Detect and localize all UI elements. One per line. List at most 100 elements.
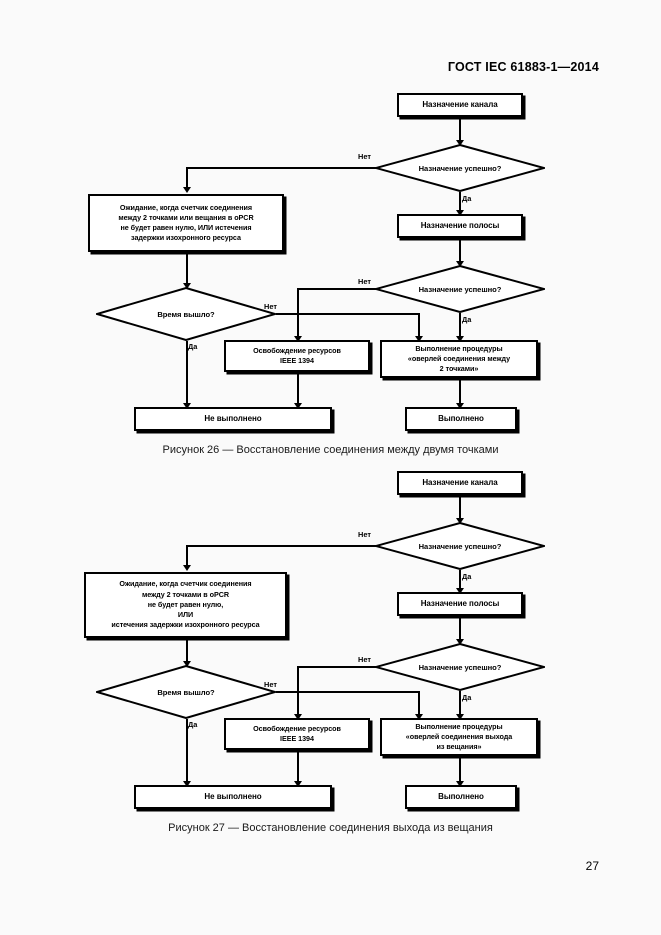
- node-start-label: Назначение канала: [422, 100, 498, 110]
- node-wait: Ожидание, когда счетчик соединения между…: [88, 194, 284, 252]
- edge-d1-no-vertical: [186, 167, 188, 191]
- arrowhead-overlay-left: [415, 336, 423, 342]
- edge-d2-yes: [459, 691, 461, 718]
- edge-label-d1-no: Нет: [358, 152, 371, 161]
- edge-timeout-yes: [186, 341, 188, 407]
- edge-d1-yes: [459, 570, 461, 592]
- standard-header: ГОСТ IEC 61883-1—2014: [447, 60, 599, 74]
- edge-timeout-no-horizontal: [276, 691, 420, 693]
- arrowhead-release: [294, 336, 302, 342]
- edge-bandwidth-to-decision2: [459, 616, 461, 643]
- node-overlay-line-3: из вещания»: [436, 742, 482, 752]
- edge-label-timeout-yes: Да: [188, 342, 198, 351]
- edge-label-d2-yes: Да: [462, 693, 472, 702]
- node-success-label: Выполнено: [438, 792, 484, 802]
- node-release: Освобождение ресурсов IEEE 1394: [224, 718, 370, 750]
- node-success-label: Выполнено: [438, 414, 484, 424]
- node-release-line-2: IEEE 1394: [280, 734, 314, 743]
- edge-d2-no-horizontal: [297, 666, 376, 668]
- node-wait-line-3: не будет равен нулю, ИЛИ истечения: [120, 223, 252, 232]
- edge-d1-no-horizontal: [186, 545, 376, 547]
- figure-27-caption: Рисунок 27 — Восстановление соединения в…: [168, 822, 493, 834]
- arrowhead-bandwidth: [456, 588, 464, 594]
- node-wait-line-2: между 2 точками в oPCR: [142, 589, 229, 599]
- node-wait-line-5: истечения задержки изохронного ресурса: [111, 620, 260, 630]
- edge-d1-yes: [459, 192, 461, 214]
- flowchart-figure-27: Назначение канала Назначение успешно? Не…: [0, 378, 661, 848]
- node-overlay-line-2: «оверлей соединения между: [407, 353, 511, 363]
- edge-overlay-to-success: [459, 756, 461, 785]
- edge-release-to-fail: [297, 750, 299, 785]
- node-release-line-1: Освобождение ресурсов: [253, 345, 341, 355]
- arrowhead-fail: [183, 403, 191, 409]
- arrowhead-decision1: [456, 518, 464, 524]
- edge-d2-yes: [459, 313, 461, 340]
- node-wait-line-1: Ожидание, когда счетчик соединения: [119, 579, 252, 589]
- node-start: Назначение канала: [397, 471, 523, 495]
- flowchart-figure-26: Назначение канала Назначение успешно? Не…: [88, 93, 545, 456]
- edge-d1-no-horizontal: [186, 167, 376, 169]
- arrowhead-overlay: [456, 336, 464, 342]
- node-wait-line-2: между 2 точками или вещания в oPCR: [118, 212, 254, 222]
- edge-label-timeout-no: Нет: [264, 680, 277, 689]
- arrowhead-wait-box: [183, 187, 191, 193]
- arrowhead-overlay-left: [415, 714, 423, 720]
- node-start-label: Назначение канала: [422, 478, 498, 488]
- node-wait-line-1: Ожидание, когда счетчик соединения: [119, 202, 253, 212]
- edge-label-d1-yes: Да: [462, 194, 472, 203]
- node-wait-line-4: задержки изохронного ресурса: [131, 233, 241, 243]
- node-success: Выполнено: [405, 785, 517, 809]
- node-decision2: Назначение успешно?: [375, 643, 545, 691]
- node-timeout: Время вышло?: [96, 665, 276, 719]
- arrowhead-wait-box: [183, 565, 191, 571]
- page-number: 27: [585, 859, 599, 873]
- node-timeout: Время вышло?: [96, 287, 276, 341]
- arrowhead-release: [294, 714, 302, 720]
- arrowhead-bandwidth: [456, 210, 464, 216]
- node-decision1-label: Назначение успешно?: [418, 541, 502, 551]
- node-overlay-line-1: Выполнение процедуры: [415, 721, 503, 731]
- edge-d1-no-vertical: [186, 545, 188, 569]
- arrowhead-decision2: [456, 261, 464, 267]
- edge-timeout-no-vertical: [418, 691, 420, 718]
- figure-26-caption: Рисунок 26 — Восстановление соединения м…: [162, 444, 499, 456]
- edge-start-to-decision1: [459, 117, 461, 144]
- edge-label-timeout-no: Нет: [264, 302, 277, 311]
- node-decision2: Назначение успешно?: [375, 265, 545, 313]
- node-overlay: Выполнение процедуры «оверлей соединения…: [380, 340, 538, 378]
- node-start: Назначение канала: [397, 93, 523, 117]
- edge-label-d2-no: Нет: [358, 655, 371, 664]
- arrowhead-decision1: [456, 140, 464, 146]
- node-decision1-label: Назначение успешно?: [418, 163, 502, 173]
- node-decision2-label: Назначение успешно?: [418, 284, 502, 294]
- edge-wait-to-timeout: [186, 638, 188, 665]
- node-wait-line-3: не будет равен нулю,: [147, 599, 224, 609]
- node-bandwidth: Назначение полосы: [397, 592, 523, 616]
- node-release-line-1: Освобождение ресурсов: [253, 723, 341, 733]
- edge-label-d1-yes: Да: [462, 572, 472, 581]
- edge-timeout-yes: [186, 719, 188, 785]
- node-wait-line-4: ИЛИ: [177, 610, 194, 620]
- edge-label-timeout-yes: Да: [188, 720, 198, 729]
- edge-timeout-no-vertical: [418, 313, 420, 340]
- edge-d2-no-horizontal: [297, 288, 376, 290]
- arrowhead-overlay: [456, 714, 464, 720]
- arrowhead-success: [456, 781, 464, 787]
- arrowhead-fail-2: [294, 781, 302, 787]
- node-bandwidth: Назначение полосы: [397, 214, 523, 238]
- node-fail-label: Не выполнено: [204, 414, 262, 424]
- node-release: Освобождение ресурсов IEEE 1394: [224, 340, 370, 372]
- arrowhead-timeout: [183, 283, 191, 289]
- edge-start-to-decision1: [459, 495, 461, 522]
- node-bandwidth-label: Назначение полосы: [420, 221, 500, 231]
- edge-wait-to-timeout: [186, 252, 188, 287]
- node-release-line-2: IEEE 1394: [280, 356, 314, 365]
- node-overlay: Выполнение процедуры «оверлей соединения…: [380, 718, 538, 756]
- edge-release-to-fail: [297, 372, 299, 407]
- node-timeout-label: Время вышло?: [157, 687, 215, 697]
- arrowhead-fail: [183, 781, 191, 787]
- node-wait: Ожидание, когда счетчик соединения между…: [84, 572, 287, 638]
- edge-label-d2-no: Нет: [358, 277, 371, 286]
- node-overlay-line-1: Выполнение процедуры: [415, 343, 503, 353]
